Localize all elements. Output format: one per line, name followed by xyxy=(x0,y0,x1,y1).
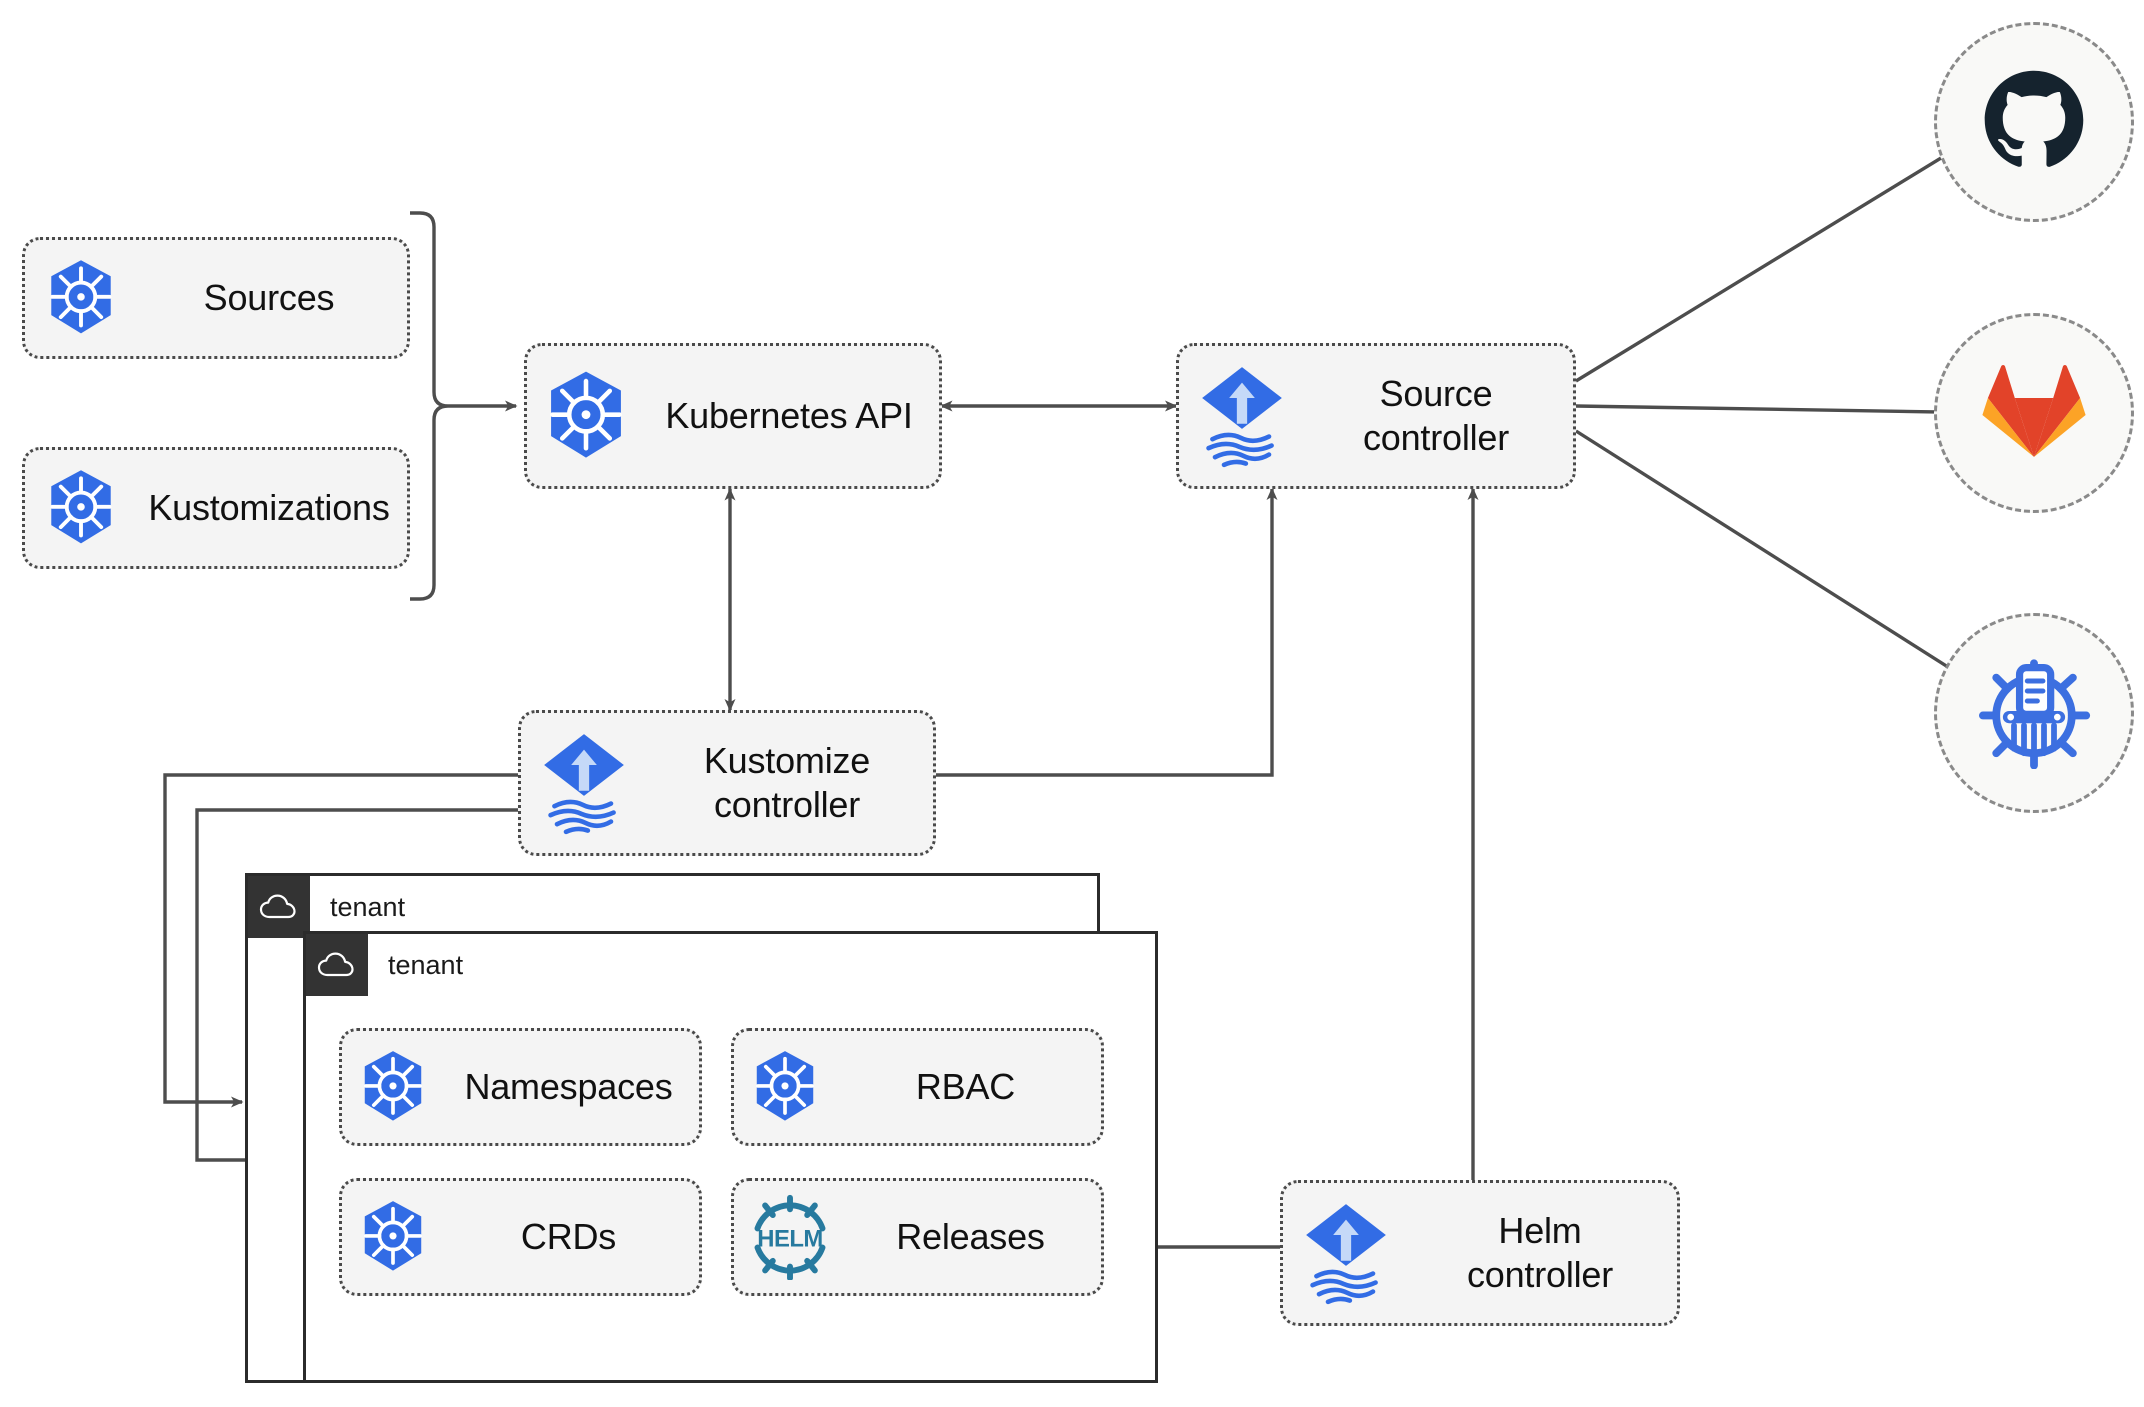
node-label: Namespaces xyxy=(464,1066,673,1108)
node-rbac[interactable]: RBAC xyxy=(731,1028,1104,1146)
kubernetes-icon xyxy=(25,256,137,340)
kubernetes-icon xyxy=(342,1046,444,1128)
node-namespaces[interactable]: Namespaces xyxy=(339,1028,702,1146)
node-sources[interactable]: Sources xyxy=(22,237,410,359)
kubernetes-icon xyxy=(25,466,137,550)
tenant-label: tenant xyxy=(388,949,464,980)
flux-icon xyxy=(521,723,647,843)
external-helm-charts[interactable] xyxy=(1934,613,2134,813)
edge-source-github xyxy=(1575,120,2002,383)
tenant-header: tenant xyxy=(248,876,405,938)
node-label: Kubernetes API xyxy=(665,395,913,437)
flux-icon xyxy=(1179,356,1305,476)
node-label: Sources xyxy=(203,277,335,319)
node-label: RBAC xyxy=(915,1066,1016,1108)
node-label: Source controller xyxy=(1362,373,1510,458)
external-gitlab[interactable] xyxy=(1934,313,2134,513)
gitlab-icon xyxy=(1980,359,2088,468)
node-label: CRDs xyxy=(520,1216,617,1258)
edge-bracket xyxy=(410,211,449,601)
node-crds[interactable]: CRDs xyxy=(339,1178,702,1296)
tenant-box-front[interactable]: tenant xyxy=(303,931,1158,1383)
helm-icon: HELM xyxy=(734,1191,846,1283)
tenant-header: tenant xyxy=(306,934,463,996)
cloud-icon xyxy=(248,876,310,938)
node-releases[interactable]: HELM Releases xyxy=(731,1178,1104,1296)
edge-source-helmcharts xyxy=(1575,429,2002,702)
node-source-controller[interactable]: Source controller xyxy=(1176,343,1576,489)
flux-icon xyxy=(1283,1193,1409,1313)
helm-chart-icon xyxy=(1974,653,2094,774)
node-kubernetes-api[interactable]: Kubernetes API xyxy=(524,343,942,489)
edge-kustomize-source xyxy=(935,487,1278,777)
kubernetes-icon xyxy=(734,1046,836,1128)
external-github[interactable] xyxy=(1934,22,2134,222)
node-kustomizations[interactable]: Kustomizations xyxy=(22,447,410,569)
node-label: Kustomize controller xyxy=(703,740,871,825)
node-label: Kustomizations xyxy=(148,487,390,529)
svg-text:HELM: HELM xyxy=(757,1226,822,1253)
github-icon xyxy=(1978,64,2090,181)
node-kustomize-controller[interactable]: Kustomize controller xyxy=(518,710,936,856)
node-label: Releases xyxy=(896,1216,1045,1258)
kubernetes-icon xyxy=(342,1196,444,1278)
cloud-icon xyxy=(306,934,368,996)
node-helm-controller[interactable]: Helm controller xyxy=(1280,1180,1680,1326)
node-label: Helm controller xyxy=(1466,1210,1614,1295)
tenant-label: tenant xyxy=(330,891,406,922)
kubernetes-icon xyxy=(527,366,645,466)
